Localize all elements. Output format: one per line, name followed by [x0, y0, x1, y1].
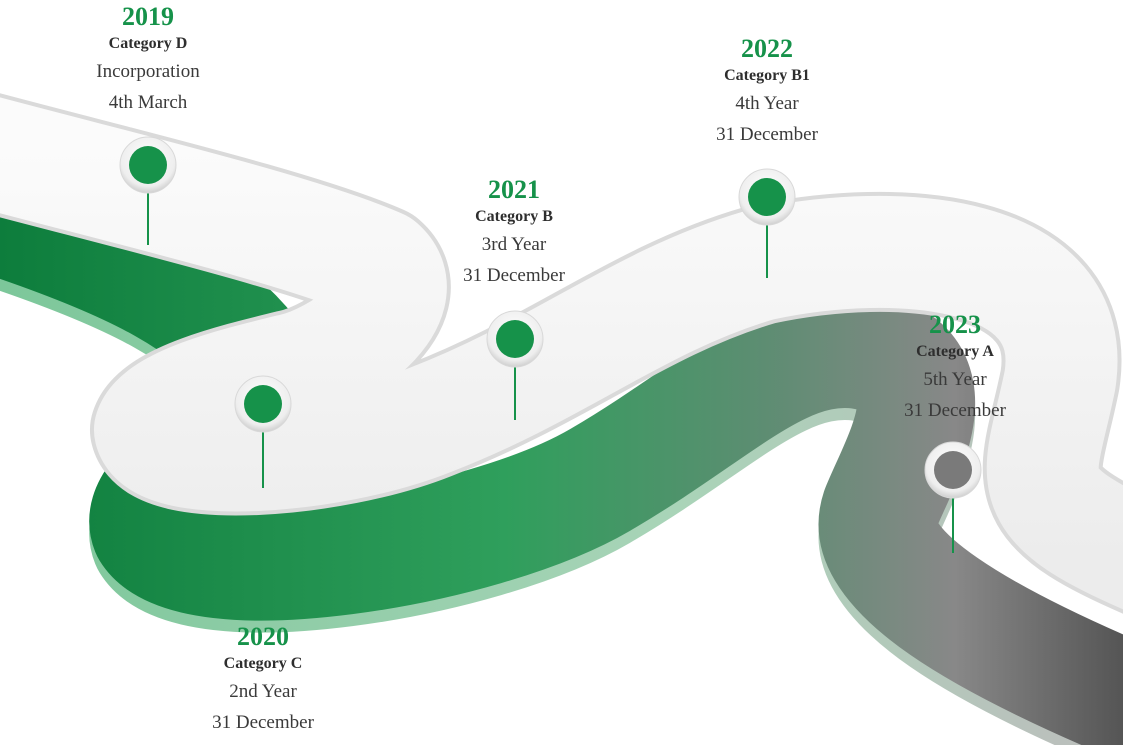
- milestone-year: 2020: [237, 622, 289, 651]
- milestone-category: Category B: [475, 208, 553, 225]
- milestone-date: 4th March: [108, 92, 188, 113]
- milestone-detail: 4th Year: [735, 93, 799, 114]
- milestone-detail: 2nd Year: [229, 681, 297, 702]
- milestone-date: 31 December: [716, 124, 818, 145]
- milestone-year: 2023: [929, 310, 981, 339]
- milestone-category: Category B1: [724, 67, 810, 84]
- milestone-date: 31 December: [212, 712, 314, 733]
- milestone-date: 31 December: [904, 400, 1006, 421]
- pin-2019: [119, 136, 177, 245]
- milestone-2019: 2019 Category D Incorporation 4th March: [68, 2, 228, 118]
- milestone-category: Category A: [916, 343, 994, 360]
- milestone-detail: 3rd Year: [481, 234, 547, 255]
- pin-2023: [924, 441, 982, 553]
- milestone-detail: 5th Year: [923, 369, 987, 390]
- milestone-category: Category D: [108, 35, 188, 52]
- pin-2022: [738, 168, 796, 278]
- milestone-category: Category C: [223, 655, 303, 672]
- milestone-year: 2021: [488, 175, 540, 204]
- pin-2020: [234, 375, 292, 488]
- road-surface: [0, 97, 1123, 610]
- milestone-2022: 2022 Category B1 4th Year 31 December: [687, 34, 847, 150]
- milestone-2020: 2020 Category C 2nd Year 31 December: [183, 622, 343, 738]
- milestone-date: 31 December: [463, 265, 565, 286]
- milestone-detail: Incorporation: [96, 61, 200, 82]
- pin-2021: [486, 310, 544, 420]
- milestone-year: 2019: [122, 2, 174, 31]
- milestone-year: 2022: [741, 34, 793, 63]
- milestone-2023: 2023 Category A 5th Year 31 December: [875, 310, 1035, 426]
- milestone-2021: 2021 Category B 3rd Year 31 December: [434, 175, 594, 291]
